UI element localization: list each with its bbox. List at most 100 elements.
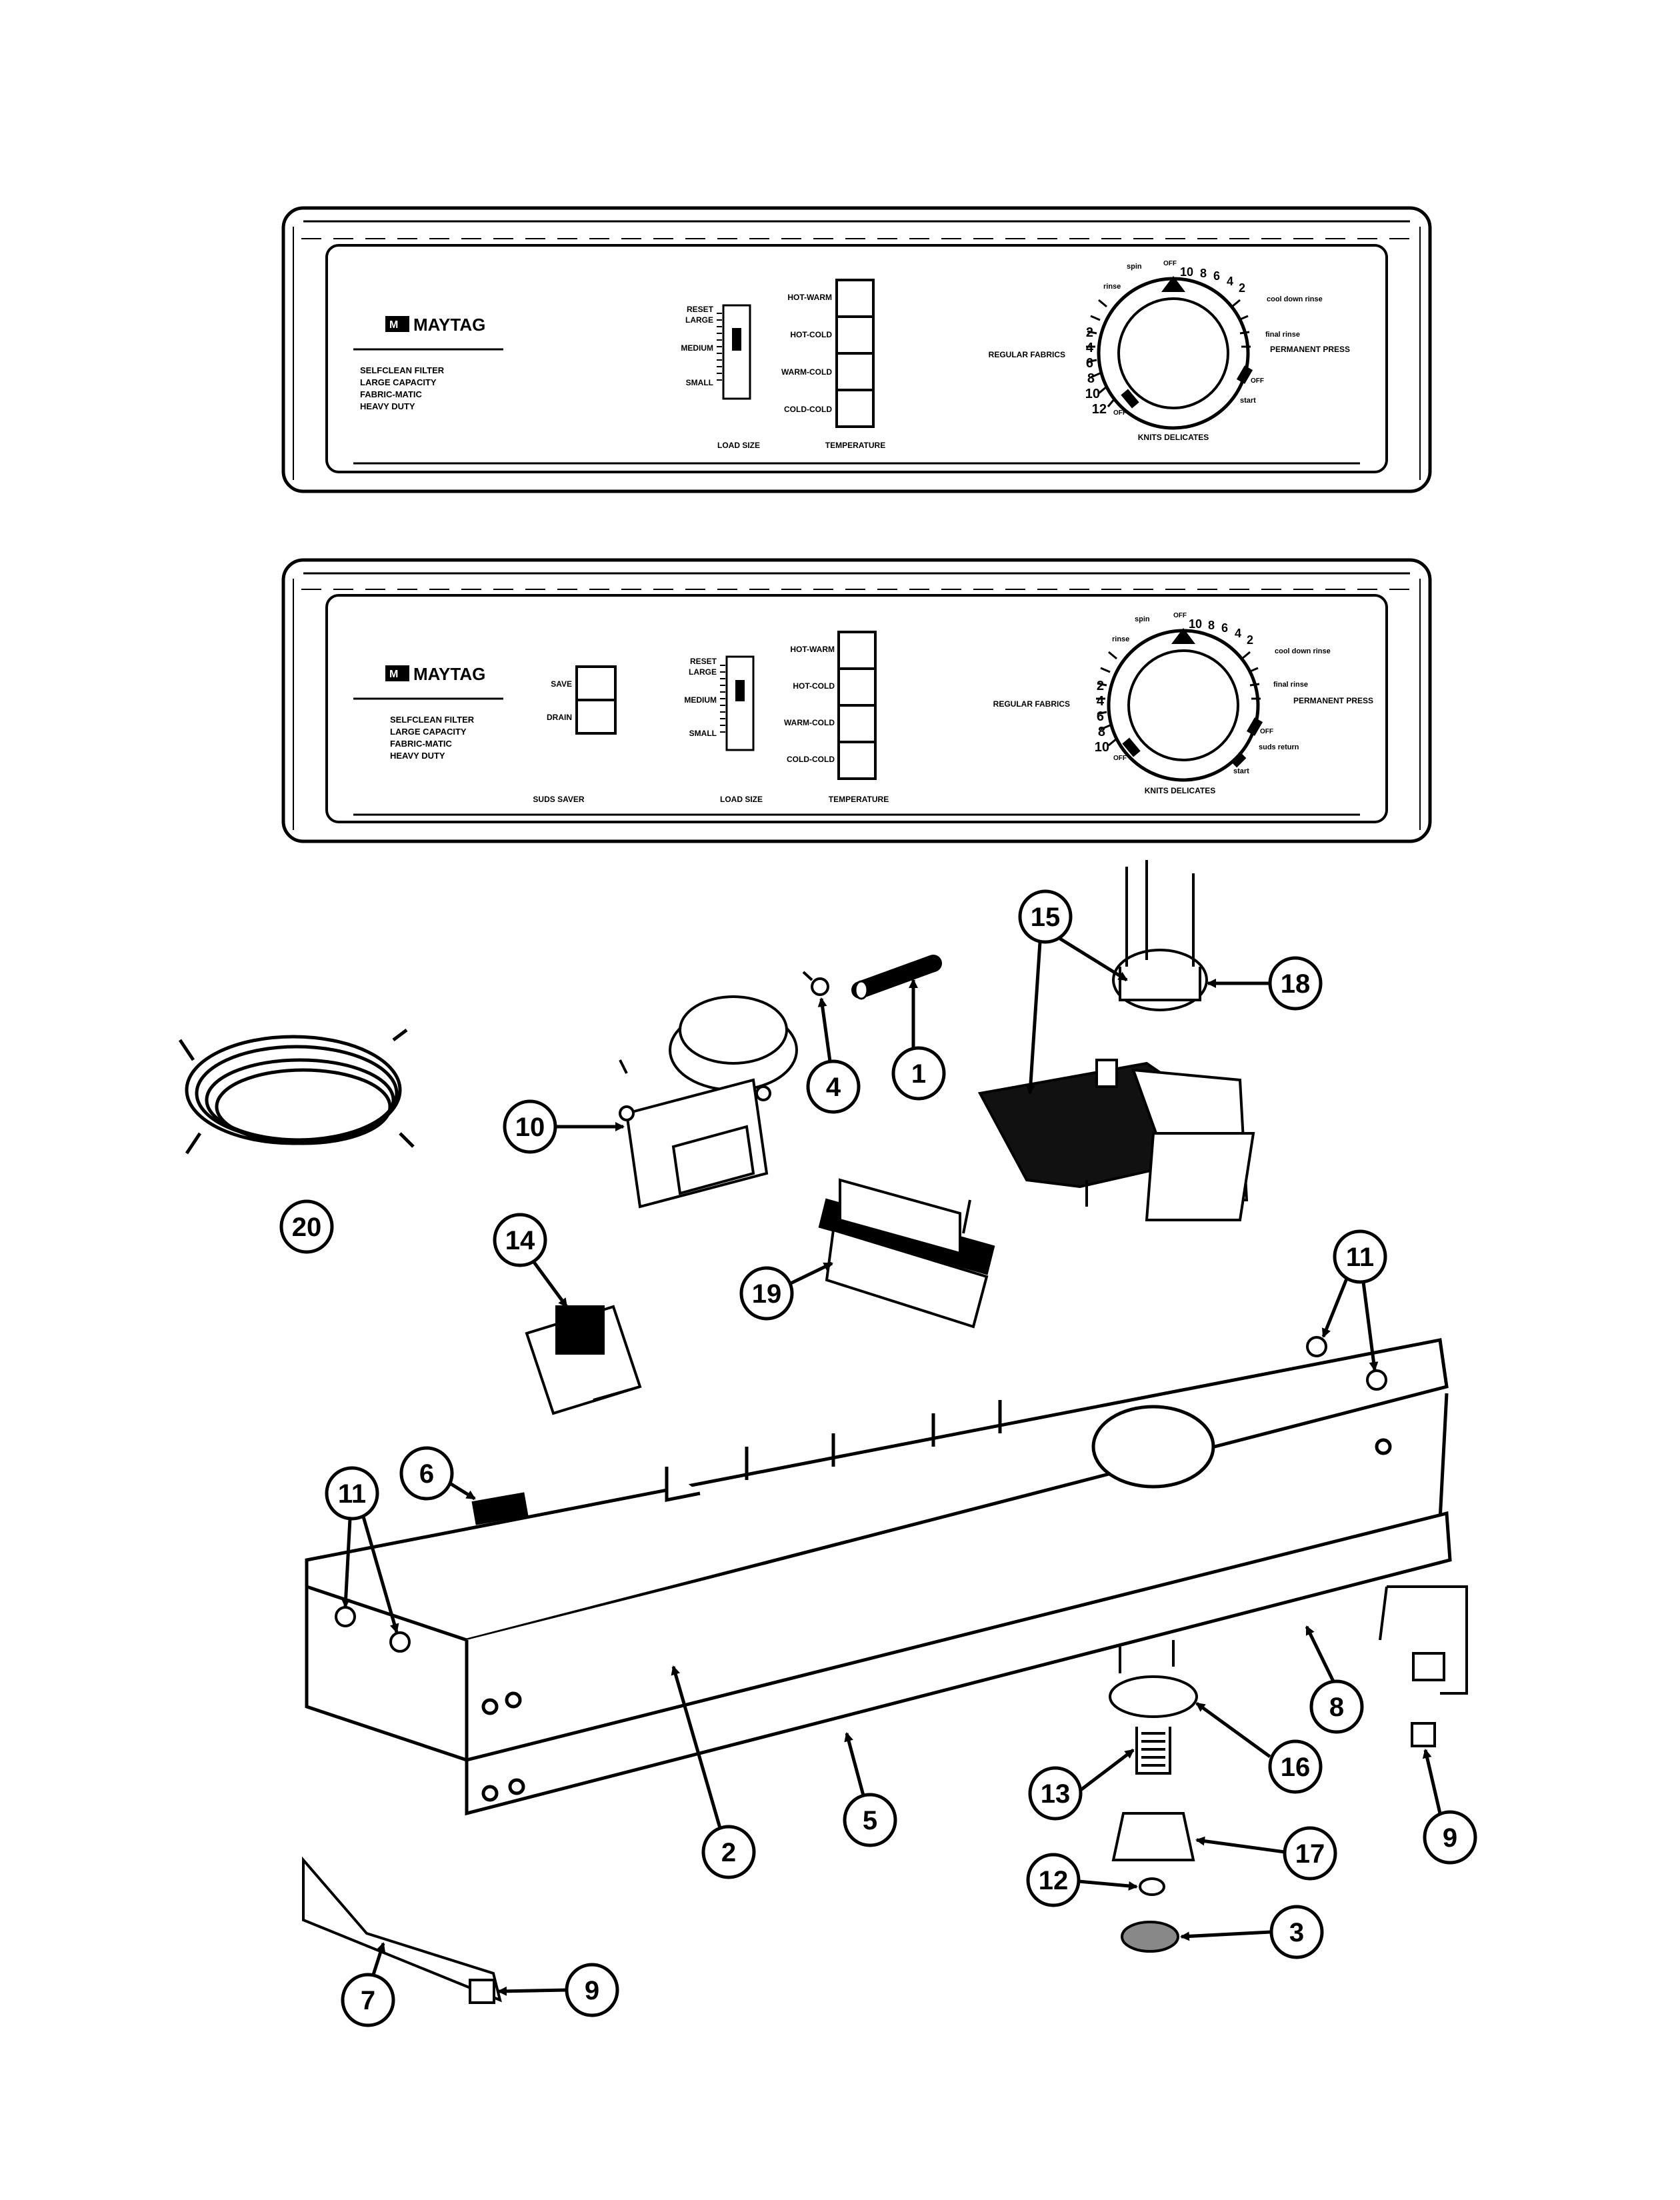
spring-clip-drawing bbox=[802, 971, 829, 996]
panel-b-load-reset: RESET bbox=[690, 657, 717, 666]
svg-text:M: M bbox=[389, 319, 398, 331]
callout-20[interactable] bbox=[279, 1199, 334, 1254]
panel-b-timer-off-right: OFF bbox=[1260, 728, 1273, 735]
panel-a-temp-warm-cold[interactable] bbox=[835, 352, 875, 391]
panel-b-temp-hot-cold[interactable] bbox=[837, 667, 877, 707]
panel-b-timer-t4: 4 bbox=[1235, 627, 1241, 640]
panel-b-temp-warm-cold[interactable] bbox=[837, 704, 877, 743]
panel-b-timer-t6: 6 bbox=[1221, 621, 1228, 635]
knob-button-drawing bbox=[471, 1492, 529, 1525]
callout-1[interactable] bbox=[891, 1046, 946, 1101]
callout-15[interactable] bbox=[1018, 889, 1073, 944]
panel-b-suds-drain-button[interactable] bbox=[575, 699, 617, 735]
panel-a-timer-n2: 2 bbox=[1086, 325, 1093, 340]
panel-a-load-size-slider[interactable] bbox=[722, 304, 751, 400]
callout-11-left-label: 11 bbox=[338, 1479, 366, 1509]
panel-b-timer-dial-knob[interactable] bbox=[1127, 649, 1239, 761]
panel-a-temp-label-3: WARM-COLD bbox=[781, 367, 832, 377]
panel-a-brand: MAYTAG bbox=[413, 315, 485, 335]
panel-a-timer-t4: 4 bbox=[1227, 275, 1233, 288]
panel-b-temp-label-2: HOT-COLD bbox=[793, 681, 835, 691]
control-panel-a: M MAYTAG SELFCLEAN FILTER LARGE CAPACITY… bbox=[281, 206, 1432, 493]
console-bracket-drawing bbox=[305, 1338, 1449, 1763]
panel-b-load-size-label: LOAD SIZE bbox=[720, 795, 763, 804]
callout-13[interactable] bbox=[1028, 1766, 1083, 1821]
panel-b-load-medium: MEDIUM bbox=[684, 695, 717, 705]
callout-20-label: 20 bbox=[292, 1213, 322, 1242]
panel-b-load-large: LARGE bbox=[689, 667, 717, 677]
switch-drawing bbox=[525, 1305, 642, 1415]
panel-b-timer-t2: 2 bbox=[1247, 633, 1253, 647]
panel-b-timer-suds: suds return bbox=[1259, 743, 1299, 751]
panel-b-suds-save-button[interactable] bbox=[575, 665, 617, 701]
panel-b-temp-cold-cold[interactable] bbox=[837, 741, 877, 780]
front-rail-drawing bbox=[465, 1511, 1452, 1816]
panel-a-regular-fabrics: REGULAR FABRICS bbox=[989, 350, 1065, 359]
panel-b-suds-drain-label: DRAIN bbox=[547, 713, 572, 722]
panel-a-temp-hot-warm[interactable] bbox=[835, 279, 875, 318]
callout-labels: 1 2 3 4 5 6 7 8 9 9 10 11 11 12 13 14 15… bbox=[292, 903, 1457, 2015]
control-panel-b: M MAYTAG SELFCLEAN FILTER LARGE CAPACITY… bbox=[281, 558, 1432, 843]
callout-8-label: 8 bbox=[1329, 1693, 1344, 1722]
panel-b-brand: MAYTAG bbox=[413, 664, 485, 684]
pushbutton-switch-drawing bbox=[818, 1178, 995, 1329]
callout-6[interactable] bbox=[399, 1446, 454, 1501]
callout-12-label: 12 bbox=[1039, 1866, 1069, 1895]
callout-17[interactable] bbox=[1283, 1826, 1337, 1881]
callout-5[interactable] bbox=[843, 1793, 897, 1847]
callout-19-label: 19 bbox=[752, 1279, 782, 1309]
clip-nut-9-right-icon bbox=[1411, 1722, 1436, 1747]
panel-a-timer-start: start bbox=[1240, 397, 1256, 405]
callout-12[interactable] bbox=[1026, 1853, 1081, 1907]
panel-a-temp-cold-cold[interactable] bbox=[835, 389, 875, 428]
callout-7[interactable] bbox=[341, 1973, 395, 2027]
panel-a-timer-cool: cool down rinse bbox=[1267, 295, 1323, 303]
panel-a-timer-dial-knob[interactable] bbox=[1117, 297, 1229, 409]
panel-a-timer-n8: 8 bbox=[1087, 371, 1095, 386]
callout-5-label: 5 bbox=[863, 1806, 877, 1835]
callout-11-right-label: 11 bbox=[1346, 1243, 1374, 1272]
panel-b-timer-off-left: OFF bbox=[1113, 755, 1127, 762]
panel-a-load-small: SMALL bbox=[686, 378, 713, 387]
panel-b-timer-rinse: rinse bbox=[1112, 635, 1129, 643]
panel-b-temp-hot-warm[interactable] bbox=[837, 631, 877, 670]
panel-a-knits-delicates: KNITS DELICATES bbox=[1138, 433, 1209, 442]
panel-b-timer-t10: 10 bbox=[1189, 617, 1202, 631]
callout-9-right[interactable] bbox=[1423, 1810, 1477, 1865]
panel-a-feature-1: SELFCLEAN FILTER bbox=[360, 365, 445, 375]
callout-1-label: 1 bbox=[911, 1059, 926, 1089]
panel-a-permanent-press: PERMANENT PRESS bbox=[1270, 345, 1350, 354]
panel-a-timer-off-right: OFF bbox=[1251, 377, 1264, 385]
timer-motor-18-drawing bbox=[1112, 860, 1208, 1011]
callout-17-label: 17 bbox=[1295, 1839, 1325, 1869]
panel-b-timer-off-top: OFF bbox=[1173, 612, 1187, 619]
callout-19[interactable] bbox=[739, 1266, 794, 1321]
tube-drawing bbox=[851, 955, 942, 1000]
panel-a-timer-n10: 10 bbox=[1085, 387, 1100, 401]
callout-11-left[interactable] bbox=[325, 1466, 379, 1521]
panel-b-timer-final: final rinse bbox=[1273, 681, 1308, 689]
panel-b-regular-fabrics: REGULAR FABRICS bbox=[993, 699, 1070, 709]
panel-a-temp-hot-cold[interactable] bbox=[835, 315, 875, 355]
panel-a-feature-3: FABRIC-MATIC bbox=[360, 389, 423, 399]
callout-9-bottom-label: 9 bbox=[585, 1976, 599, 2005]
screw-11-right-a-icon bbox=[1306, 1336, 1327, 1357]
callout-11-right[interactable] bbox=[1333, 1229, 1387, 1284]
panel-b-load-size-slider[interactable] bbox=[725, 655, 755, 751]
callout-2[interactable] bbox=[701, 1825, 756, 1879]
callout-8[interactable] bbox=[1309, 1679, 1364, 1734]
panel-a-timer-rinse: rinse bbox=[1103, 283, 1121, 291]
callout-4-label: 4 bbox=[826, 1073, 841, 1102]
panel-a-timer-final: final rinse bbox=[1265, 331, 1300, 339]
panel-a-temperature-buttons bbox=[835, 279, 875, 428]
timer-motor-drawing bbox=[619, 995, 798, 1209]
panel-a-timer-n12: 12 bbox=[1092, 402, 1107, 417]
callout-14[interactable] bbox=[493, 1213, 547, 1267]
callout-13-label: 13 bbox=[1041, 1779, 1071, 1809]
panel-b-knits-delicates: KNITS DELICATES bbox=[1145, 786, 1215, 795]
left-bracket-drawing bbox=[302, 1856, 502, 2003]
callout-16[interactable] bbox=[1268, 1739, 1323, 1794]
panel-b-suds-save-label: SAVE bbox=[551, 679, 572, 689]
panel-b-timer-spin: spin bbox=[1135, 615, 1150, 623]
callout-4[interactable] bbox=[806, 1059, 861, 1114]
